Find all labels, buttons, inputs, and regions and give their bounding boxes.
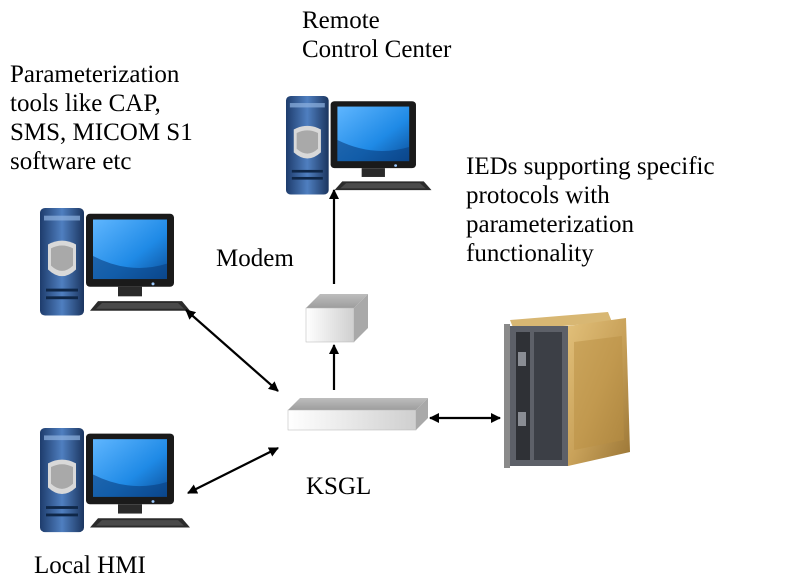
connection-parameterization-tools-ksgl xyxy=(185,309,279,392)
local-hmi-label: Local HMI xyxy=(34,552,146,579)
parameterization-tools-label: Parameterization tools like CAP, SMS, MI… xyxy=(10,61,193,175)
remote-control-center-computer-icon xyxy=(286,96,432,195)
parameterization-tools-computer-icon xyxy=(40,208,190,316)
connection-local-hmi-ksgl xyxy=(187,447,279,494)
ksgl-label: KSGL xyxy=(306,473,372,500)
ied-rack-icon xyxy=(504,312,630,468)
modem-label: Modem xyxy=(216,245,294,272)
ieds-label: IEDs supporting specific protocols with … xyxy=(466,153,715,267)
remote-control-center-label: Remote Control Center xyxy=(302,7,452,63)
ksgl-gateway-box-icon xyxy=(287,397,429,431)
modem-box-icon xyxy=(305,294,368,343)
local-hmi-computer-icon xyxy=(40,428,190,533)
